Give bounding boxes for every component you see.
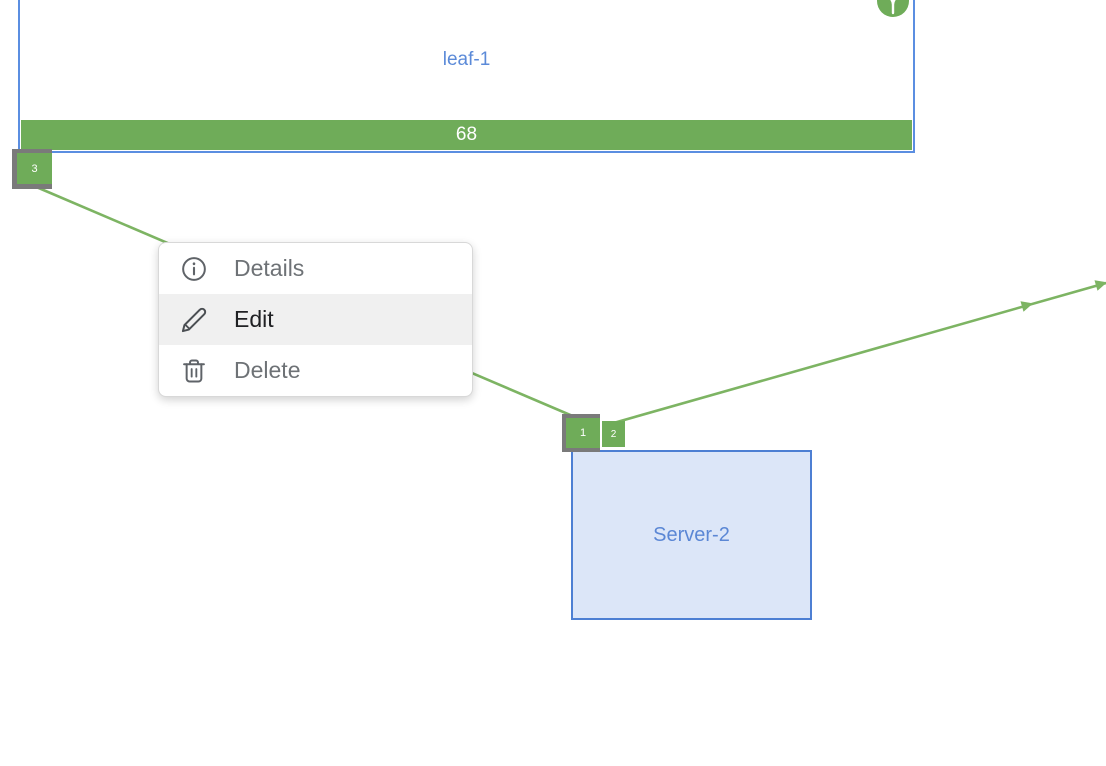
port-badge-3: 3	[17, 153, 52, 184]
node-leaf-1[interactable]: leaf-1 68	[18, 0, 915, 153]
link-arrowhead-end	[1094, 280, 1106, 291]
port-badge-1: 1	[566, 418, 600, 448]
branch-glyph	[890, 0, 896, 15]
menu-item-edit-label: Edit	[234, 306, 274, 332]
menu-item-details[interactable]: Details	[159, 243, 472, 294]
context-menu: Details Edit Delete	[158, 242, 473, 397]
port-badge-2: 2	[602, 421, 625, 447]
menu-item-edit[interactable]: Edit	[159, 294, 472, 345]
branch-status-icon	[877, 0, 909, 17]
node-server-2-label: Server-2	[653, 523, 730, 546]
node-server-2[interactable]: Server-2	[571, 450, 812, 620]
menu-item-delete-label: Delete	[234, 357, 301, 383]
trash-icon	[183, 359, 205, 382]
menu-item-details-label: Details	[234, 255, 305, 281]
menu-item-delete[interactable]: Delete	[159, 345, 472, 396]
pencil-icon	[181, 307, 207, 332]
link-arrowhead-mid	[1020, 301, 1034, 312]
info-icon	[182, 256, 206, 281]
node-leaf-1-label: leaf-1	[442, 49, 491, 70]
node-leaf-1-utilization-bar: 68	[21, 120, 912, 150]
